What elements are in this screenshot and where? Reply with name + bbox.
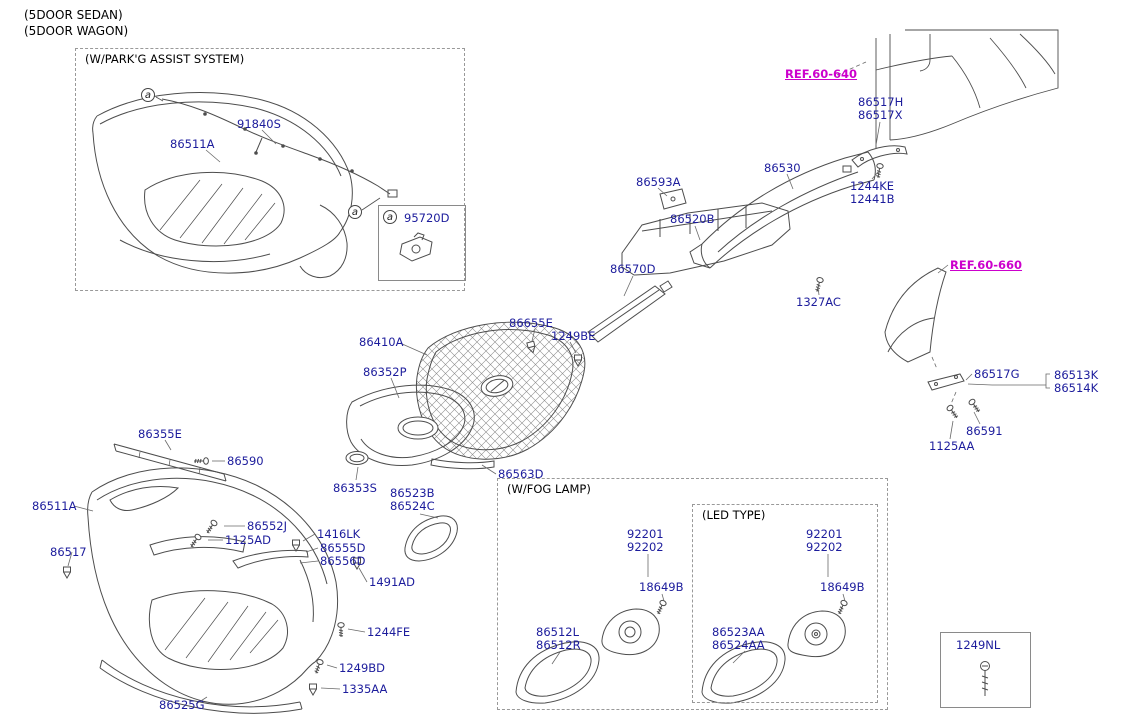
- sensor-inset-box: [378, 205, 466, 281]
- part-label-18649b-fog: 18649B: [639, 580, 684, 594]
- part-label-12441b: 12441B: [850, 192, 895, 206]
- energy-absorber-drawing: [621, 202, 791, 276]
- park-sensor-drawing: [399, 232, 433, 262]
- bracket-86593a-drawing: [659, 188, 687, 210]
- part-label-86563d: 86563D: [498, 467, 544, 481]
- part-label-1249nl: 1249NL: [956, 638, 1001, 652]
- part-label-1327ac: 1327AC: [796, 295, 841, 309]
- part-label-91840s: 91840S: [237, 117, 281, 131]
- part-label-1249bd: 1249BD: [339, 661, 386, 675]
- part-label-92201-led: 92201: [806, 527, 843, 541]
- callout-marker-a: a: [348, 205, 362, 219]
- park-assist-bumper-drawing: [92, 92, 353, 279]
- part-label-86523b: 86523B: [390, 486, 435, 500]
- part-label-1335aa: 1335AA: [342, 682, 388, 696]
- part-label-86593a: 86593A: [636, 175, 681, 189]
- fog-lamp-group-label: (W/FOG LAMP): [505, 482, 593, 496]
- fog-lamp-group-box: (W/FOG LAMP): [497, 478, 888, 710]
- screw-1249nl-drawing: [980, 661, 990, 696]
- part-label-92201-fog: 92201: [627, 527, 664, 541]
- sensor-harness-drawing: [155, 96, 398, 211]
- part-label-86523aa: 86523AA: [712, 625, 765, 639]
- body-panel-drawing: [875, 29, 1059, 148]
- part-label-86513k: 86513K: [1054, 368, 1099, 382]
- led-fog-unit-drawing: [787, 610, 846, 658]
- part-label-86517h: 86517H: [858, 95, 904, 109]
- ref-link-60-660[interactable]: REF.60-660: [950, 258, 1023, 272]
- part-label-1125ad: 1125AD: [225, 533, 271, 547]
- callout-marker-a: a: [383, 210, 397, 224]
- part-label-86591: 86591: [966, 424, 1003, 438]
- ref-link-60-640[interactable]: REF.60-640: [785, 67, 858, 81]
- callout-marker-a: a: [141, 88, 155, 102]
- part-label-86512l: 86512L: [536, 625, 579, 639]
- part-label-86517x: 86517X: [858, 108, 903, 122]
- led-type-group-label: (LED TYPE): [700, 508, 768, 522]
- part-label-86655e: 86655E: [509, 316, 553, 330]
- front-bumper-drawing: [87, 467, 339, 705]
- bumper-side-strip-drawing: [113, 443, 227, 482]
- bracket-86517g-drawing: [927, 373, 965, 391]
- part-label-86511a-park: 86511A: [170, 137, 215, 151]
- part-label-86590: 86590: [227, 454, 264, 468]
- part-label-86514k: 86514K: [1054, 381, 1099, 395]
- bumper-lower-lip-drawing: [99, 659, 303, 714]
- part-label-86517g: 86517G: [974, 367, 1020, 381]
- bumper-beam-drawing: [689, 151, 876, 269]
- led-type-group-box: (LED TYPE): [692, 504, 878, 703]
- part-label-86552j: 86552J: [247, 519, 287, 533]
- part-label-86410a: 86410A: [359, 335, 404, 349]
- part-label-1244ke: 1244KE: [850, 179, 895, 193]
- part-label-86524c: 86524C: [390, 499, 435, 513]
- fog-bezel-cover-drawing: [404, 515, 458, 562]
- emblem-drawing: [345, 451, 369, 465]
- bumper-stay-drawing: [587, 280, 673, 343]
- grille-molding-drawing: [346, 384, 475, 467]
- page-title-line1: (5DOOR SEDAN): [24, 8, 123, 22]
- part-label-1249be: 1249BE: [551, 329, 596, 343]
- part-label-86530: 86530: [764, 161, 801, 175]
- grille-lower-strip-drawing: [430, 458, 495, 470]
- part-label-86353s: 86353S: [333, 481, 377, 495]
- part-label-86512r: 86512R: [536, 638, 581, 652]
- front-fender-drawing: [884, 267, 947, 363]
- part-label-1416lk: 1416LK: [317, 527, 361, 541]
- part-label-86556d: 86556D: [320, 554, 366, 568]
- bumper-molding-strip-drawing: [232, 549, 309, 569]
- part-label-86570d: 86570D: [610, 262, 656, 276]
- radiator-grille-drawing: [415, 321, 586, 460]
- part-label-95720d: 95720D: [404, 211, 450, 225]
- park-assist-group-box: (W/PARK'G ASSIST SYSTEM): [75, 48, 465, 291]
- part-label-18649b-led: 18649B: [820, 580, 865, 594]
- part-label-1125aa: 1125AA: [929, 439, 975, 453]
- screw-inset-box: [940, 632, 1031, 708]
- fog-lamp-unit-drawing: [601, 608, 660, 656]
- part-label-92202-led: 92202: [806, 540, 843, 554]
- page-title-line2: (5DOOR WAGON): [24, 24, 129, 38]
- part-label-86524aa: 86524AA: [712, 638, 765, 652]
- park-assist-group-label: (W/PARK'G ASSIST SYSTEM): [83, 52, 247, 66]
- part-label-86555d: 86555D: [320, 541, 366, 555]
- part-label-86525g: 86525G: [159, 698, 205, 712]
- leader-lines: [67, 61, 1050, 705]
- bracket-86517hx-drawing: [851, 145, 908, 168]
- part-label-1244fe: 1244FE: [367, 625, 411, 639]
- part-label-86520b: 86520B: [670, 212, 715, 226]
- part-label-86355e: 86355E: [138, 427, 182, 441]
- part-label-86517: 86517: [50, 545, 87, 559]
- fog-lamp-bezel-drawing: [515, 641, 600, 704]
- part-label-86352p: 86352P: [363, 365, 407, 379]
- part-label-1491ad: 1491AD: [369, 575, 415, 589]
- part-label-92202-fog: 92202: [627, 540, 664, 554]
- part-label-86511a-front: 86511A: [32, 499, 77, 513]
